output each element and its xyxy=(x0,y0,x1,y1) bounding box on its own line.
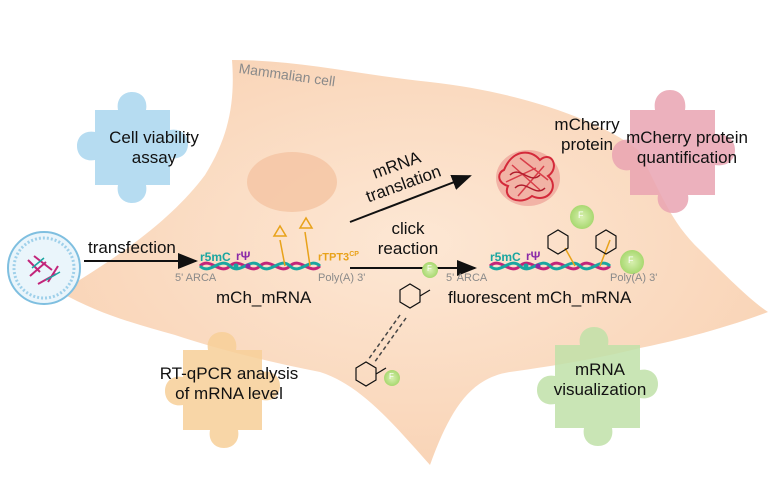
puzzle-shape-pink xyxy=(612,90,735,213)
click-reaction-text: click reaction xyxy=(377,219,439,258)
puzzle-shape-green xyxy=(537,327,658,446)
quantification-label: mCherry protein quantification xyxy=(612,128,762,167)
cap-left-label: 5' ARCA xyxy=(175,272,217,284)
fluor-mark-3: F xyxy=(427,264,432,273)
tail-right-label: Poly(A) 3' xyxy=(610,272,658,284)
mcherry-protein-structure xyxy=(496,150,560,206)
dashed-entry-line-a xyxy=(367,314,401,361)
rtpt3-label: rTPT3CP xyxy=(318,251,359,264)
visualization-text: mRNA visualization xyxy=(553,360,647,399)
cap-right-label: 5' ARCA xyxy=(446,272,488,284)
puzzle-shape-orange xyxy=(165,332,280,448)
visualization-label: mRNA visualization xyxy=(540,360,660,399)
translation-arrow xyxy=(349,174,472,223)
puzzle-piece-visualization xyxy=(537,327,658,446)
r5mc-right-label: r5mC xyxy=(490,250,521,264)
nucleus xyxy=(247,152,337,212)
protein-label: mCherry protein xyxy=(532,115,642,154)
puzzle-piece-rtqpcr xyxy=(165,332,280,448)
tail-left-label: Poly(A) 3' xyxy=(318,272,366,284)
puzzle-piece-viability xyxy=(77,92,188,203)
puzzle-piece-quantification xyxy=(612,90,735,213)
tetrazine-dye-outside-icon xyxy=(355,361,400,387)
viability-assay-text: Cell viability assay xyxy=(109,128,199,167)
viability-assay-label: Cell viability assay xyxy=(94,128,214,167)
quantification-text: mCherry protein quantification xyxy=(626,128,748,167)
fluor-mark-2: F xyxy=(628,255,634,265)
mrna-left-name: mCh_mRNA xyxy=(216,288,312,307)
mammalian-cell-body xyxy=(60,60,768,465)
lipid-nanoparticle-icon xyxy=(7,231,81,305)
fluor-mark-1: F xyxy=(578,210,584,220)
rtpt3-text: rTPT3 xyxy=(318,251,350,264)
puzzle-shape-blue xyxy=(77,92,188,203)
mrna-right-name: fluorescent mCh_mRNA xyxy=(448,288,632,307)
rtqpcr-label: RT-qPCR analysis of mRNA level xyxy=(144,364,314,403)
mrna-strand-left xyxy=(198,216,322,271)
click-reaction-label: click reaction xyxy=(360,219,456,258)
rtpt3-superscript: CP xyxy=(349,251,359,258)
fluor-mark-4: F xyxy=(389,372,394,381)
transfection-label: transfection xyxy=(88,238,176,257)
rpsi-right-label: rΨ xyxy=(526,249,541,263)
protein-text: mCherry protein xyxy=(554,115,620,154)
mrna-strand-right xyxy=(488,205,644,274)
dashed-entry-line-b xyxy=(373,317,407,364)
r5mc-left-label: r5mC xyxy=(200,250,231,264)
rtqpcr-text: RT-qPCR analysis of mRNA level xyxy=(159,364,299,403)
tetrazine-dye-icon xyxy=(399,262,438,309)
rpsi-left-label: rΨ xyxy=(236,249,251,263)
